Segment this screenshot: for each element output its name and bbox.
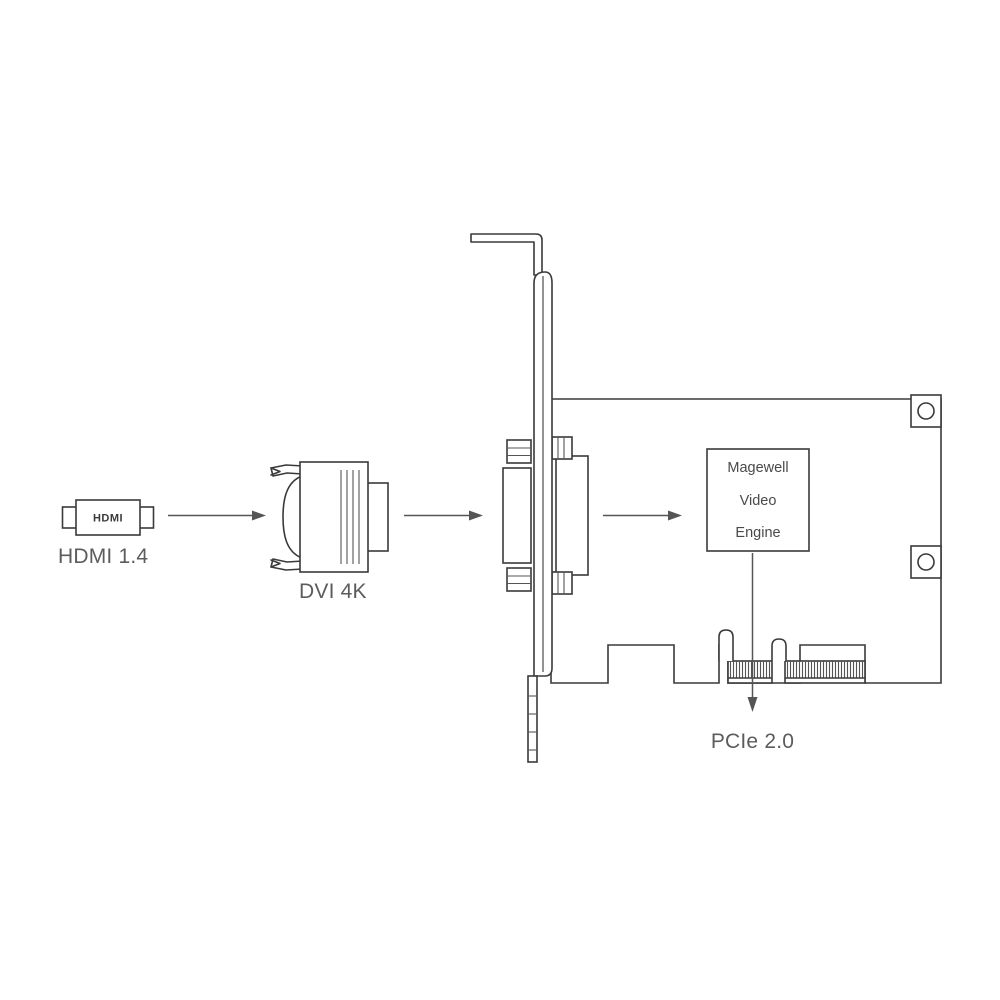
- dvi-socket-face: [503, 468, 531, 563]
- mounting-hole-bottom-circle: [918, 554, 934, 570]
- dvi-port-flange-top: [552, 437, 572, 459]
- pcie-key-tab-right: [772, 639, 786, 661]
- dvi-port-on-card: [552, 437, 588, 594]
- dvi-body: [300, 462, 368, 572]
- dvi-socket-boss-bottom: [507, 568, 531, 591]
- dvi-label: DVI 4K: [299, 580, 367, 603]
- dvi-socket-boss-top: [507, 440, 531, 463]
- pcie-label: PCIe 2.0: [711, 730, 794, 753]
- dvi-port-flange-bottom: [552, 572, 572, 594]
- mounting-hole-top-circle: [918, 403, 934, 419]
- dvi-plug-nose: [366, 483, 388, 551]
- mounting-hole-top: [911, 395, 941, 427]
- bracket-tail: [528, 676, 537, 762]
- chip-label-line-1: Magewell: [727, 460, 788, 476]
- chip-label-line-2: Video: [740, 493, 777, 509]
- hdmi-label: HDMI 1.4: [58, 545, 148, 568]
- mounting-hole-bottom: [911, 546, 941, 578]
- dvi-port-bracket-face: [503, 440, 531, 591]
- pcie-short-segment: [728, 661, 772, 683]
- magewell-video-engine-chip: Magewell Video Engine: [707, 449, 809, 551]
- dvi-port-shell: [556, 456, 588, 575]
- hdmi-logo-text: HDMI: [93, 513, 123, 525]
- pcie-key-tab-left: [719, 630, 733, 661]
- chip-label-line-3: Engine: [735, 525, 780, 541]
- hdmi-connector: HDMI: [63, 500, 154, 535]
